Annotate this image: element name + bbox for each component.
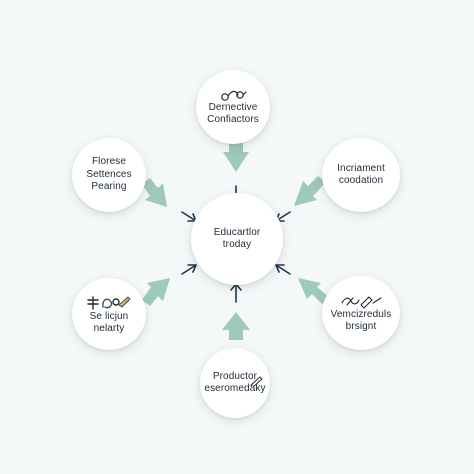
top-node-label: Dernective Confiactors (207, 101, 259, 126)
link-chain-icon (221, 90, 247, 101)
right-node-label: Incriament coodation (337, 162, 385, 187)
center-node-label: Educartlor troday (213, 226, 261, 251)
arrow-from-right (294, 176, 326, 206)
arrow-from-left (142, 178, 167, 207)
chevron-lower-right-icon (275, 264, 291, 275)
left-node: Florese Settences Pearing (72, 138, 146, 212)
top-node: Dernective Confiactors (196, 70, 270, 144)
sketch-pen-icon (341, 295, 382, 309)
chevron-lower-left-icon (181, 264, 197, 275)
center-node: Educartlor troday (191, 193, 283, 285)
bottom-left-node-label: Se licjun nelarty (89, 310, 129, 335)
right-node: Incriament coodation (322, 138, 400, 212)
pencil-icon (250, 376, 263, 386)
arrow-from-bottomleft (142, 278, 170, 306)
scale-and-key-icon (87, 295, 131, 310)
chevron-bottom-icon (230, 283, 242, 303)
arrow-from-bottom (222, 312, 250, 340)
block-arrows (142, 140, 330, 340)
bottom-node: Productor eseromedaky (200, 348, 270, 418)
bottom-right-node-label: Vemcizreduls brsignt (330, 308, 392, 333)
bottom-node-label: Productor eseromedaky (204, 370, 266, 395)
arrow-from-top (223, 140, 249, 172)
bottom-right-node: Vemcizreduls brsignt (322, 276, 400, 350)
bottom-left-node: Se licjun nelarty (72, 278, 146, 350)
left-node-label: Florese Settences Pearing (86, 156, 132, 193)
arrow-from-bottomright (298, 278, 330, 304)
